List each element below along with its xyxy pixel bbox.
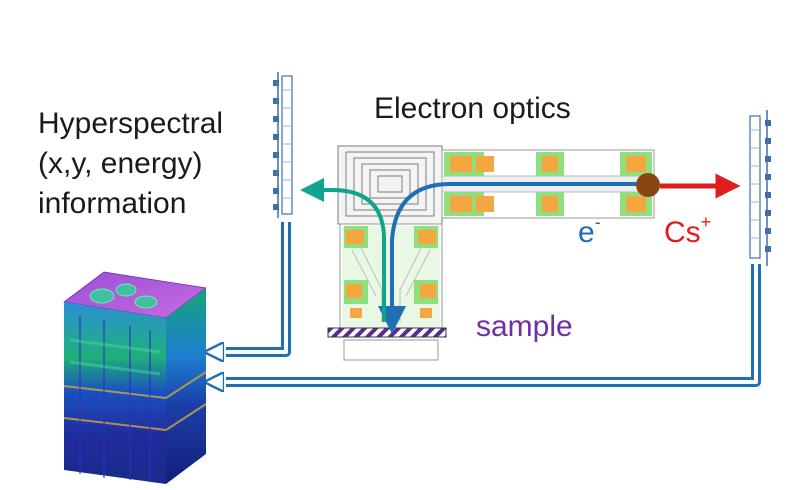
cesium-label: Cs+ [664, 212, 711, 250]
sample-holder [327, 327, 447, 338]
hyperspectral-line-2: (x,y, energy) [38, 147, 203, 180]
hyperspectral-cube-icon [63, 271, 207, 484]
cs-source-dot-icon [636, 173, 660, 197]
hyperspectral-label: Hyperspectral (x,y, energy) information [38, 104, 223, 224]
electron-optics-title: Electron optics [374, 92, 571, 125]
data-flow-right [216, 264, 761, 382]
electron-symbol: e [578, 216, 595, 249]
secondary-ion-beam [300, 178, 386, 322]
left-detector-icon [273, 72, 293, 218]
cesium-symbol: Cs [664, 216, 701, 249]
cesium-charge: + [700, 212, 712, 232]
primary-electron-beam [378, 182, 640, 334]
data-flow-left [216, 222, 291, 352]
sample-label: sample [476, 310, 573, 343]
hyperspectral-line-3: information [38, 187, 187, 220]
electron-label: e- [578, 212, 601, 250]
hyperspectral-line-1: Hyperspectral [38, 107, 224, 140]
sample-stage [343, 339, 439, 361]
right-detector-icon [749, 110, 771, 266]
magnetic-sector [337, 145, 443, 225]
electron-charge: - [594, 212, 601, 232]
